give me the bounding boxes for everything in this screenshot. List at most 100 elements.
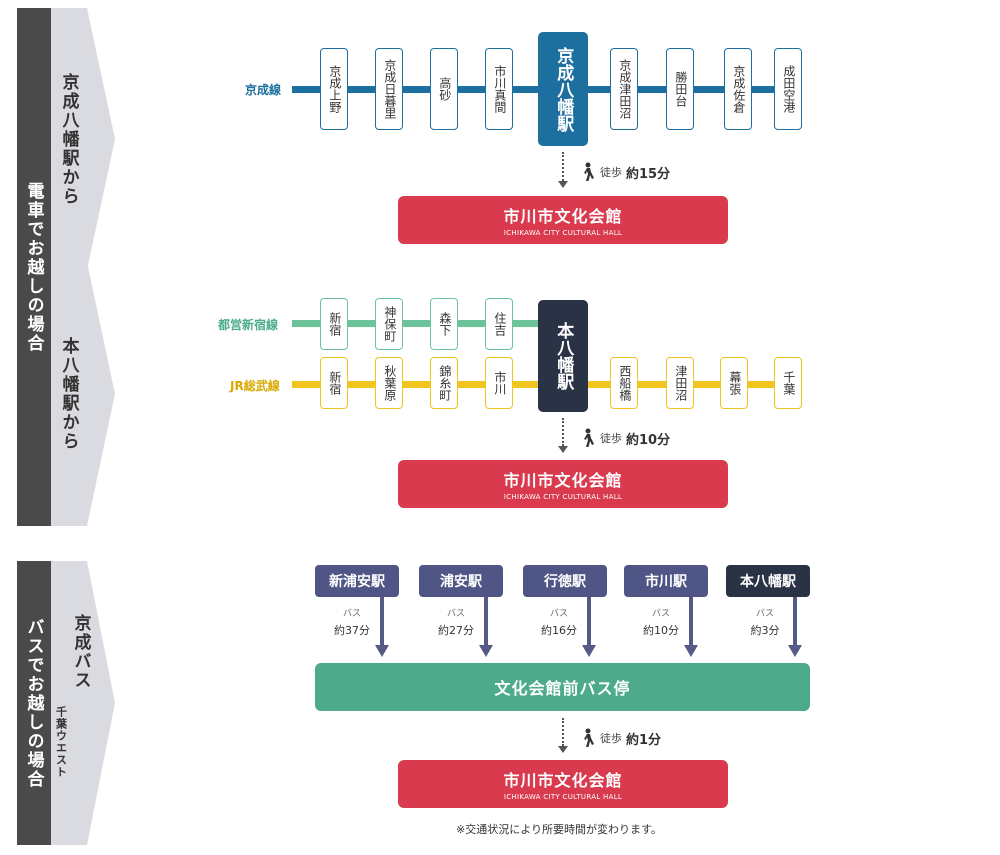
from-motoyawata-label-box: 本八幡駅から [51, 262, 87, 526]
station-ichikawamama: 市川真間 [485, 48, 513, 130]
hall-name-3: 市川市文化会館 [503, 771, 623, 790]
station-morishita: 森下 [430, 298, 458, 350]
bus-meta-5: バス 約3分 [735, 606, 795, 638]
walk-dotted-line-keisei [562, 152, 564, 181]
walk-info-keisei: 徒歩 約15分 [578, 162, 670, 182]
from-keisei-label: 京成八幡駅から [58, 72, 79, 206]
bus-arrow-head-3 [582, 645, 596, 657]
hall-name-en-1: ICHIKAWA CITY CULTURAL HALL [503, 229, 623, 237]
station-kinshicho: 錦糸町 [430, 357, 458, 409]
bus-time-2: 約27分 [438, 624, 474, 637]
bus-mode-3: バス [549, 609, 568, 619]
jr-line-label: JR総武線 [230, 379, 280, 393]
toei-line-bar [292, 320, 542, 327]
bus-meta-1: バス 約37分 [322, 606, 382, 638]
station-keisei-nippori: 京成日暮里 [375, 48, 403, 130]
station-jr-shinjuku: 新宿 [320, 357, 348, 409]
bus-time-4: 約10分 [643, 624, 679, 637]
from-motoyawata-label: 本八幡駅から [58, 337, 79, 451]
walk-time-bus: 約1分 [626, 732, 662, 748]
walk-arrow-motoyawata [558, 446, 568, 453]
station-akihabara: 秋葉原 [375, 357, 403, 409]
bus-meta-2: バス 約27分 [426, 606, 486, 638]
bus-meta-4: バス 約10分 [631, 606, 691, 638]
bus-origin-shinurayasu: 新浦安駅 [315, 565, 399, 597]
bus-mode-1: バス [342, 609, 361, 619]
bus-arrow-shaft-3 [587, 597, 591, 645]
station-jr-tsudanuma: 津田沼 [666, 357, 694, 409]
walk-arrow-bus [558, 746, 568, 753]
toei-line-label: 都営新宿線 [218, 318, 279, 332]
bus-time-3: 約16分 [541, 624, 577, 637]
train-section-label: 電車でお越しの場合 [17, 8, 51, 526]
cultural-hall-box-3: 市川市文化会館 ICHIKAWA CITY CULTURAL HALL [398, 760, 728, 808]
bus-arrow-shaft-2 [484, 597, 488, 645]
station-keisei-tsudanuma: 京成津田沼 [610, 48, 638, 130]
station-takasago: 高砂 [430, 48, 458, 130]
bus-company-label: 京成バス [70, 614, 91, 690]
bus-mode-5: バス [755, 609, 774, 619]
from-keisei-chevron [51, 8, 115, 270]
keisei-line-label: 京成線 [245, 83, 282, 97]
bus-arrow-head-5 [788, 645, 802, 657]
station-makuhari: 幕張 [720, 357, 748, 409]
bus-meta-3: バス 約16分 [529, 606, 589, 638]
station-narita-airport: 成田空港 [774, 48, 802, 130]
from-motoyawata-chevron [51, 262, 115, 526]
bus-arrow-head-2 [479, 645, 493, 657]
station-sumiyoshi: 住吉 [485, 298, 513, 350]
bus-time-1: 約37分 [334, 624, 370, 637]
bus-stop-name: 文化会館前バス停 [494, 679, 631, 698]
bus-arrow-shaft-1 [380, 597, 384, 645]
bus-arrow-head-4 [684, 645, 698, 657]
walk-arrow-keisei [558, 181, 568, 188]
main-station-keisei-yawata: 京成八幡駅 [538, 32, 588, 146]
walk-label-bus: 徒歩 [600, 732, 622, 745]
station-chiba: 千葉 [774, 357, 802, 409]
bus-company-sub-label: 千葉ウエスト [54, 706, 68, 778]
bus-origin-motoyawata: 本八幡駅 [726, 565, 810, 597]
walk-info-bus: 徒歩 約1分 [578, 728, 661, 748]
cultural-hall-box-1: 市川市文化会館 ICHIKAWA CITY CULTURAL HALL [398, 196, 728, 244]
walk-label-keisei: 徒歩 [600, 166, 622, 179]
hall-name-2: 市川市文化会館 [503, 471, 623, 490]
station-jimbocho: 神保町 [375, 298, 403, 350]
traffic-note: ※交通状況により所要時間が変わります。 [456, 823, 662, 836]
walk-info-motoyawata: 徒歩 約10分 [578, 428, 670, 448]
bus-origin-ichikawa: 市川駅 [624, 565, 708, 597]
hall-name-en-2: ICHIKAWA CITY CULTURAL HALL [503, 493, 623, 501]
bus-company-chevron [51, 561, 115, 845]
hall-name-1: 市川市文化会館 [503, 207, 623, 226]
bus-mode-2: バス [446, 609, 465, 619]
walk-time-keisei: 約15分 [626, 166, 671, 182]
train-section-title: 電車でお越しの場合 [23, 181, 44, 353]
bus-time-5: 約3分 [750, 624, 780, 637]
station-nishifunabashi: 西船橋 [610, 357, 638, 409]
from-keisei-label-box: 京成八幡駅から [51, 8, 87, 270]
bus-arrow-shaft-5 [793, 597, 797, 645]
walk-time-motoyawata: 約10分 [626, 432, 671, 448]
bus-mode-4: バス [651, 609, 670, 619]
station-toei-shinjuku: 新宿 [320, 298, 348, 350]
bus-stop-box: 文化会館前バス停 [315, 663, 810, 711]
bus-arrow-shaft-4 [689, 597, 693, 645]
walk-dotted-line-motoyawata [562, 418, 564, 446]
bus-company-label-box: 京成バス 千葉ウエスト [53, 566, 93, 840]
cultural-hall-box-2: 市川市文化会館 ICHIKAWA CITY CULTURAL HALL [398, 460, 728, 508]
walking-person-icon [584, 162, 594, 181]
hall-name-en-3: ICHIKAWA CITY CULTURAL HALL [503, 793, 623, 801]
bus-origin-gyotoku: 行徳駅 [523, 565, 607, 597]
station-ichikawa: 市川 [485, 357, 513, 409]
walking-person-icon [584, 428, 594, 447]
station-katsutadai: 勝田台 [666, 48, 694, 130]
bus-section-label: バスでお越しの場合 [17, 561, 51, 845]
bus-section-title: バスでお越しの場合 [23, 617, 44, 789]
bus-origin-urayasu: 浦安駅 [419, 565, 503, 597]
walking-person-icon [584, 728, 594, 747]
walk-label-motoyawata: 徒歩 [600, 432, 622, 445]
bus-arrow-head-1 [375, 645, 389, 657]
main-station-motoyawata: 本八幡駅 [538, 300, 588, 412]
station-keisei-sakura: 京成佐倉 [724, 48, 752, 130]
walk-dotted-line-bus [562, 718, 564, 746]
station-keisei-ueno: 京成上野 [320, 48, 348, 130]
